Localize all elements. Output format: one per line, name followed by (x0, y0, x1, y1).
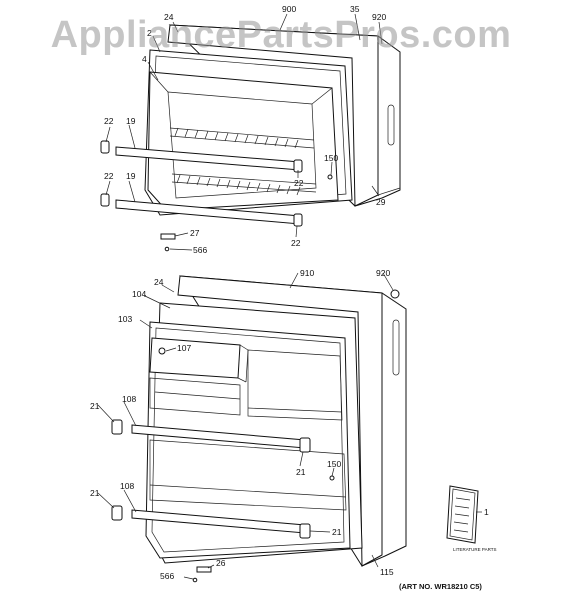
callout-566-bottom: 566 (160, 571, 174, 581)
callout-29: 29 (376, 197, 386, 207)
door-bin-lower (149, 439, 347, 511)
callout-22-right-a: 22 (294, 178, 304, 188)
callout-21-right-b: 21 (332, 527, 342, 537)
callout-108-b: 108 (120, 481, 134, 491)
callout-920-bottom: 920 (376, 268, 390, 278)
freezer-door-assembly (100, 24, 401, 252)
fresh-shelf-end-cap-right-lower (299, 523, 311, 539)
callout-27: 27 (190, 228, 200, 238)
callout-115: 115 (380, 567, 394, 577)
callout-1: 1 (484, 507, 489, 517)
callout-22-left-b: 22 (104, 171, 114, 181)
fresh-food-handle-slot (392, 319, 400, 376)
fresh-food-hinge-screw (192, 577, 198, 583)
butter-door-knob (158, 347, 166, 355)
butter-compartment-door (149, 337, 241, 379)
callout-19-b: 19 (126, 171, 136, 181)
freezer-shelf-ribs (169, 127, 317, 196)
fresh-food-door-stop-pin (329, 475, 335, 481)
callout-107: 107 (177, 343, 191, 353)
shelf-end-cap-left-upper (100, 140, 110, 154)
freezer-hinge-bracket (160, 233, 176, 240)
callout-24-bottom: 24 (154, 277, 164, 287)
literature-parts-booklet: LITERATURE PARTS (446, 485, 497, 552)
callout-900: 900 (282, 4, 296, 14)
callout-numbers: 24 900 35 920 2 4 22 19 22 150 22 19 29 … (90, 4, 489, 581)
fresh-food-hinge-bracket (196, 566, 212, 573)
fresh-shelf-end-cap-left-lower (111, 505, 123, 521)
callout-35: 35 (350, 4, 360, 14)
callout-103: 103 (118, 314, 132, 324)
freezer-handle-slot (387, 104, 395, 146)
freezer-door-stop-pin (327, 174, 333, 180)
shelf-end-cap-left-lower (100, 193, 110, 207)
art-number-caption: (ART NO. WR18210 C5) (399, 582, 482, 591)
callout-150-top: 150 (324, 153, 338, 163)
callout-22-right-b: 22 (291, 238, 301, 248)
callout-24-top: 24 (164, 12, 174, 22)
callout-4: 4 (142, 54, 147, 64)
callout-21-left-b: 21 (90, 488, 100, 498)
freezer-hinge-screw (164, 246, 170, 252)
callout-26: 26 (216, 558, 226, 568)
door-bin-upper (149, 377, 241, 416)
callout-150-bottom: 150 (327, 459, 341, 469)
callout-21-right-a: 21 (296, 467, 306, 477)
callout-21-left-a: 21 (90, 401, 100, 411)
callout-104: 104 (132, 289, 146, 299)
fresh-shelf-end-cap-right-upper (299, 437, 311, 453)
shelf-end-cap-right-lower (293, 213, 303, 227)
callout-108-a: 108 (122, 394, 136, 404)
callout-2: 2 (147, 28, 152, 38)
callout-22-left-a: 22 (104, 116, 114, 126)
callout-910: 910 (300, 268, 314, 278)
booklet-caption: LITERATURE PARTS (453, 547, 497, 552)
callout-920-top: 920 (372, 12, 386, 22)
fresh-food-door-assembly (111, 275, 407, 583)
door-plug-button (390, 289, 400, 299)
callout-566-top: 566 (193, 245, 207, 255)
callout-leaders (97, 13, 482, 580)
callout-19-a: 19 (126, 116, 136, 126)
fresh-shelf-end-cap-left-upper (111, 419, 123, 435)
